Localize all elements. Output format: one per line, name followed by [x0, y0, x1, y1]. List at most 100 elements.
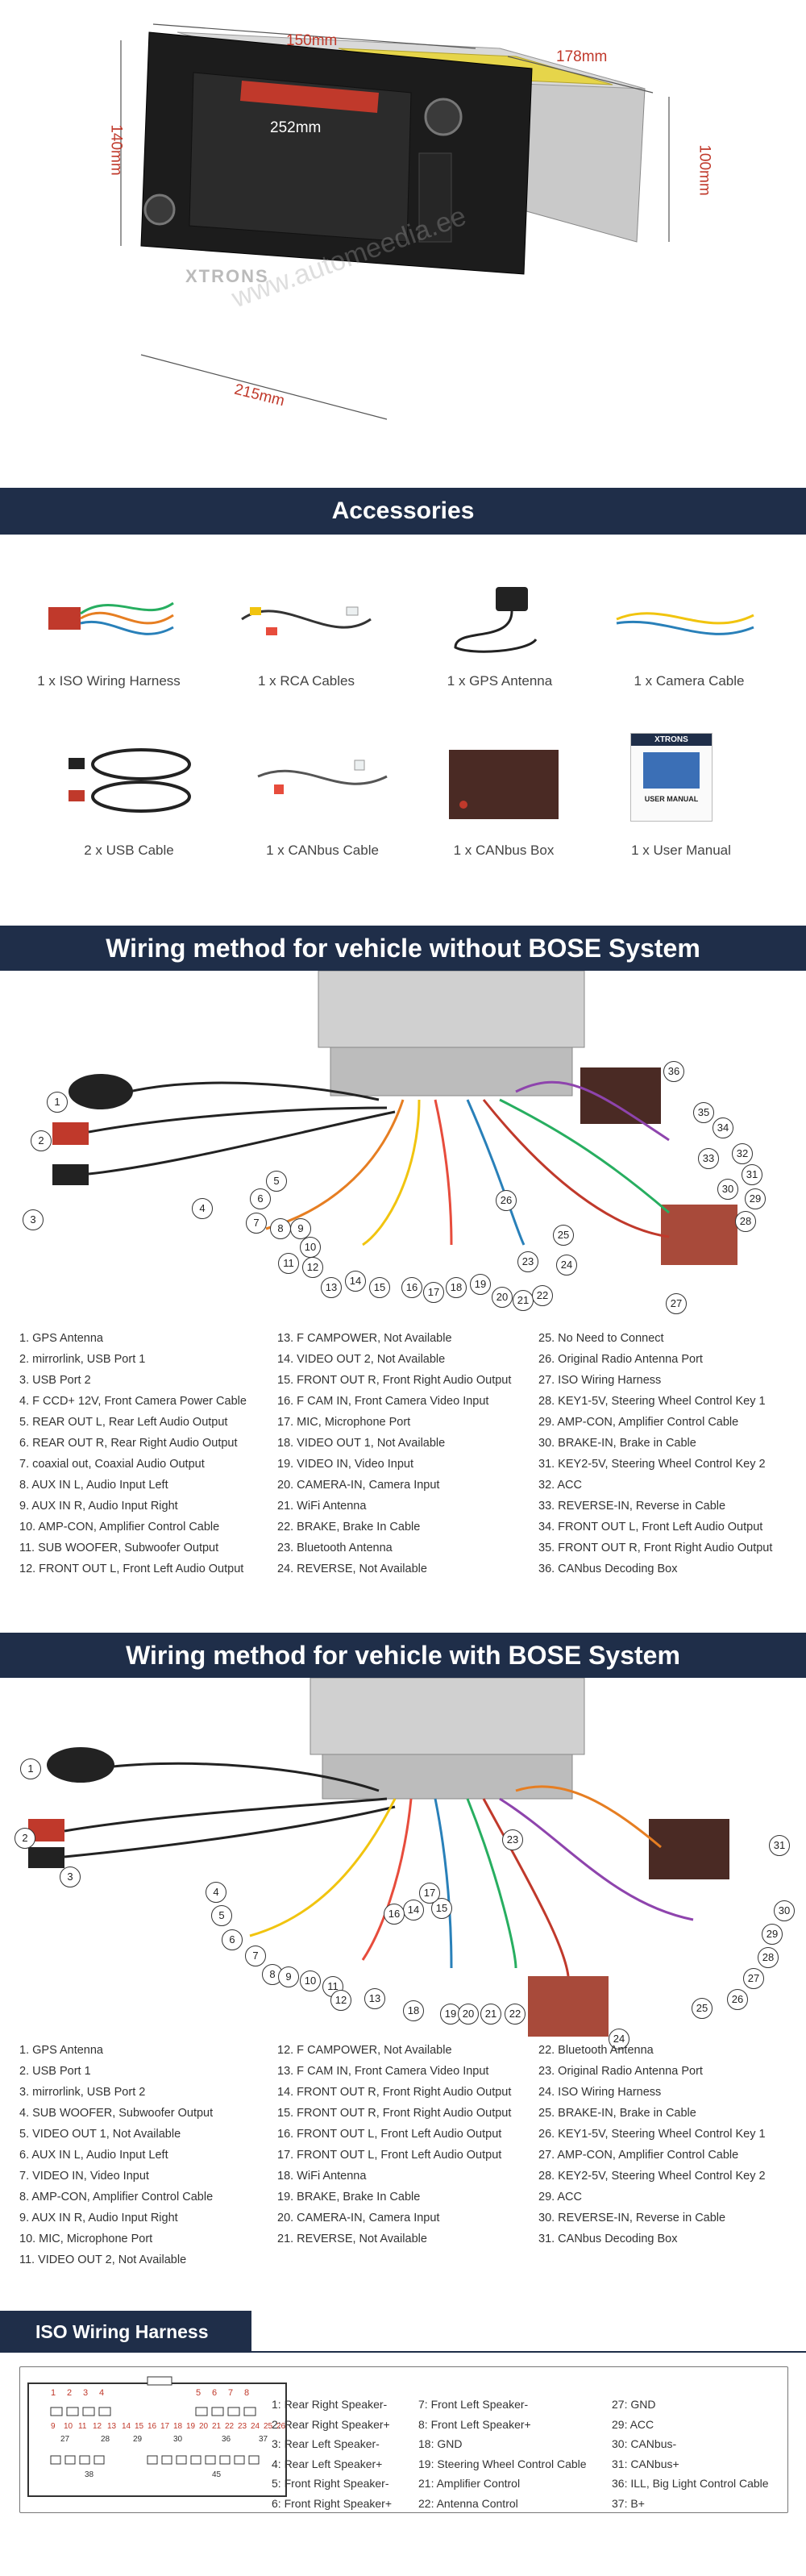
- pin-number: 17: [160, 2422, 170, 2431]
- callout-9: 9: [290, 1218, 311, 1239]
- iso-panel: 1 2 3 4 5 6 7 8 9 10 11 12 13 14 15 16 1…: [19, 2366, 788, 2513]
- legend-item: 10. MIC, Microphone Port: [19, 2233, 153, 2245]
- legend-item: 4. SUB WOOFER, Subwoofer Output: [19, 2107, 214, 2120]
- callout-17: 17: [423, 1282, 444, 1303]
- legend-item: 30: CANbus-: [612, 2437, 677, 2450]
- callout-21: 21: [513, 1290, 534, 1311]
- bose-callout-3: 3: [60, 1866, 81, 1887]
- legend-item: 9. AUX IN R, Audio Input Right: [19, 2212, 178, 2224]
- bose-callout-1: 1: [20, 1758, 41, 1779]
- bose-callout-26: 26: [727, 1989, 748, 2010]
- pin-number: 6: [212, 2388, 218, 2398]
- legend-item: 21: Amplifier Control: [418, 2477, 521, 2490]
- wiring-no-bose-legend-col1: 1. GPS Antenna 2. mirrorlink, USB Port 1…: [19, 1328, 247, 1579]
- legend-item: 6. REAR OUT R, Rear Right Audio Output: [19, 1437, 238, 1450]
- wiring-no-bose-title: Wiring method for vehicle without BOSE S…: [106, 934, 700, 963]
- legend-item: 3: Rear Left Speaker-: [272, 2437, 380, 2450]
- pin-number: 4: [99, 2388, 105, 2398]
- legend-item: 31. KEY2-5V, Steering Wheel Control Key …: [538, 1458, 766, 1471]
- bose-callout-21: 21: [480, 2004, 501, 2025]
- accessory-label-camera-cable: 1 x Camera Cable: [634, 673, 745, 689]
- legend-item: 16. F CAM IN, Front Camera Video Input: [277, 1395, 489, 1408]
- iso-header-line: [251, 2351, 806, 2353]
- legend-item: 7: Front Left Speaker-: [418, 2398, 529, 2411]
- pin-number: 7: [228, 2388, 234, 2398]
- legend-item: 1: Rear Right Speaker-: [272, 2398, 388, 2411]
- legend-item: 30. REVERSE-IN, Reverse in Cable: [538, 2212, 726, 2224]
- wiring-no-bose-illustration: [52, 971, 737, 1265]
- usb-cable-image: [69, 748, 191, 813]
- iso-harness-image: [48, 601, 174, 635]
- callout-31: 31: [742, 1164, 762, 1185]
- gps-antenna-image: [454, 587, 538, 653]
- pin-number: 3: [83, 2388, 89, 2398]
- callout-2: 2: [31, 1130, 52, 1151]
- callout-28: 28: [735, 1211, 756, 1232]
- legend-item: 26. Original Radio Antenna Port: [538, 1353, 703, 1366]
- bose-callout-17: 17: [419, 1883, 440, 1904]
- bose-callout-25: 25: [692, 1998, 713, 2019]
- bose-callout-9: 9: [278, 1966, 299, 1987]
- legend-item: 31: CANbus+: [612, 2457, 679, 2470]
- callout-11: 11: [278, 1253, 299, 1274]
- pin-number: 16: [147, 2422, 157, 2431]
- legend-item: 31. CANbus Decoding Box: [538, 2233, 678, 2245]
- legend-item: 22: Antenna Control: [418, 2496, 518, 2510]
- legend-item: 16. FRONT OUT L, Front Left Audio Output: [277, 2128, 502, 2141]
- callout-19: 19: [470, 1274, 491, 1295]
- pin-number: 18: [173, 2422, 183, 2431]
- callout-25: 25: [553, 1225, 574, 1246]
- bose-callout-31: 31: [769, 1835, 790, 1856]
- legend-item: 12. F CAMPOWER, Not Available: [277, 2044, 452, 2057]
- bose-callout-6: 6: [222, 1929, 243, 1950]
- legend-item: 8. AUX IN L, Audio Input Left: [19, 1479, 168, 1492]
- legend-item: 7. coaxial out, Coaxial Audio Output: [19, 1458, 205, 1471]
- pin-number: 12: [93, 2422, 102, 2431]
- pin-number: 24: [251, 2422, 260, 2431]
- legend-item: 14. FRONT OUT R, Front Right Audio Outpu…: [277, 2086, 512, 2099]
- callout-27: 27: [666, 1293, 687, 1314]
- pin-number: 45: [212, 2470, 222, 2479]
- wiring-bose-illustration: [28, 1678, 729, 2037]
- accessory-label-user-manual: 1 x User Manual: [631, 843, 731, 858]
- pin-number: 20: [199, 2422, 209, 2431]
- callout-1: 1: [47, 1092, 68, 1113]
- legend-item: 30. BRAKE-IN, Brake in Cable: [538, 1437, 696, 1450]
- legend-item: 18: GND: [418, 2437, 463, 2450]
- legend-item: 36: ILL, Big Light Control Cable: [612, 2477, 769, 2490]
- legend-item: 2: Rear Right Speaker+: [272, 2417, 390, 2431]
- legend-item: 17. MIC, Microphone Port: [277, 1416, 411, 1429]
- legend-item: 26. KEY1-5V, Steering Wheel Control Key …: [538, 2128, 766, 2141]
- legend-item: 3. USB Port 2: [19, 1374, 91, 1387]
- bose-callout-16: 16: [384, 1904, 405, 1925]
- pin-number: 15: [135, 2422, 144, 2431]
- pin-number: 1: [51, 2388, 56, 2398]
- legend-item: 13. F CAM IN, Front Camera Video Input: [277, 2065, 489, 2078]
- accessories-grid: 1 x ISO Wiring Harness 1 x RCA Cables 1 …: [0, 535, 806, 873]
- callout-8: 8: [270, 1218, 291, 1239]
- iso-legend-col2: 7: Front Left Speaker- 8: Front Left Spe…: [418, 2395, 587, 2513]
- bose-callout-20: 20: [458, 2004, 479, 2025]
- legend-item: 9. AUX IN R, Audio Input Right: [19, 1500, 178, 1513]
- callout-26: 26: [496, 1190, 517, 1211]
- pin-number: 28: [101, 2435, 110, 2444]
- legend-item: 2. mirrorlink, USB Port 1: [19, 1353, 146, 1366]
- dim-top-width: 150mm: [286, 32, 338, 49]
- pin-number: 29: [133, 2435, 143, 2444]
- bose-callout-18: 18: [403, 2000, 424, 2021]
- callout-12: 12: [302, 1257, 323, 1278]
- accessory-label-canbus-box: 1 x CANbus Box: [453, 843, 555, 858]
- legend-item: 24. REVERSE, Not Available: [277, 1563, 427, 1575]
- legend-item: 1. GPS Antenna: [19, 2044, 103, 2057]
- head-unit-illustration: [120, 23, 670, 420]
- legend-item: 15. FRONT OUT R, Front Right Audio Outpu…: [277, 1374, 512, 1387]
- legend-item: 33. REVERSE-IN, Reverse in Cable: [538, 1500, 726, 1513]
- dim-depth: 252mm: [270, 119, 322, 136]
- legend-item: 2. USB Port 1: [19, 2065, 91, 2078]
- legend-item: 19. BRAKE, Brake In Cable: [277, 2191, 421, 2204]
- pin-number: 19: [186, 2422, 196, 2431]
- legend-item: 13. F CAMPOWER, Not Available: [277, 1332, 452, 1345]
- wiring-no-bose-legend-col3: 25. No Need to Connect 26. Original Radi…: [538, 1328, 772, 1579]
- manual-title: USER MANUAL: [644, 795, 699, 803]
- legend-item: 28. KEY2-5V, Steering Wheel Control Key …: [538, 2170, 766, 2183]
